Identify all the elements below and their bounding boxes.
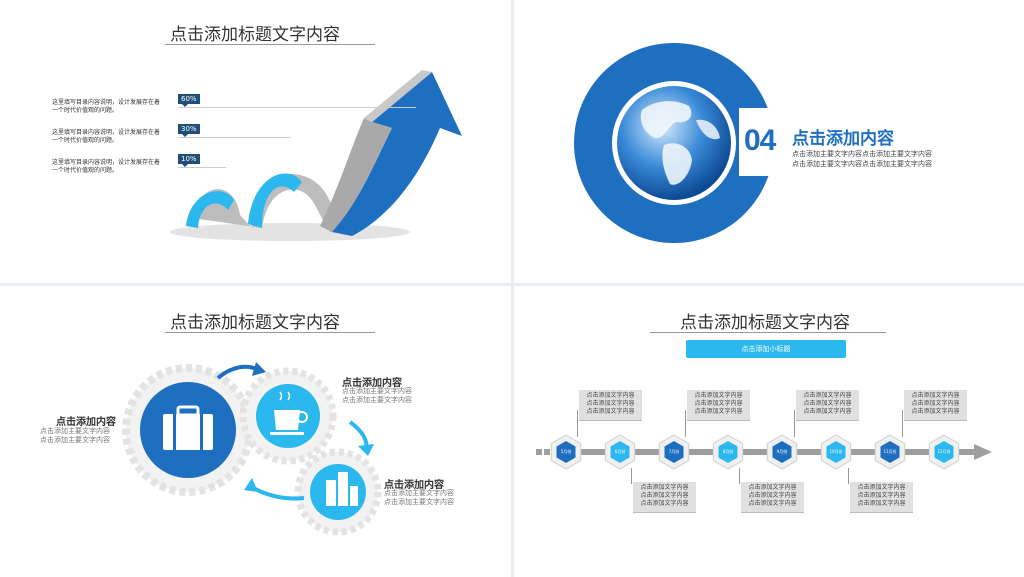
percent-badge-30: 30% <box>178 124 200 137</box>
gear-block-title: 点击添加内容 <box>56 417 116 428</box>
milestone-label: 8月份 <box>722 449 734 454</box>
section-number: 04 <box>744 124 776 157</box>
milestone-label: 7月份 <box>668 449 680 454</box>
milestone-label: 12月份 <box>937 449 951 454</box>
milestone-label: 6月份 <box>614 449 626 454</box>
milestone-label: 10月份 <box>829 449 843 454</box>
globe-ring-graphic <box>574 43 789 243</box>
milestone-hexagon <box>880 441 900 463</box>
milestone-label: 9月份 <box>776 449 788 454</box>
slide-panel-timeline[interactable]: 点击添加标题文字内容 点击添加小标题 点击添加文字内容 点击添加文字内容 点击添… <box>514 286 1024 577</box>
gear-block-line: 点击添加主要文字内容 <box>342 387 412 395</box>
milestone-label: 11月份 <box>883 449 897 454</box>
gear-block-line: 点击添加主要文字内容 <box>384 489 454 497</box>
timeline-text-box: 点击添加文字内容 点击添加文字内容 点击添加文字内容 <box>904 390 967 421</box>
gear-block-title: 点击添加内容 <box>384 480 444 491</box>
subtitle-button[interactable]: 点击添加小标题 <box>686 340 846 358</box>
milestone-hexagon <box>610 441 630 463</box>
section-desc-line: 点击添加主要文字内容点击添加主要文字内容 <box>792 150 932 158</box>
leader-line <box>178 137 290 138</box>
title-underline <box>165 332 375 333</box>
milestone-hexagon <box>556 441 576 463</box>
title-underline <box>650 332 886 333</box>
milestone-hexagon <box>664 441 684 463</box>
milestone-hexagon <box>934 441 954 463</box>
gear-block-line: 点击添加主要文字内容 <box>384 498 454 506</box>
timeline-text-box: 点击添加文字内容 点击添加文字内容 点击添加文字内容 <box>850 482 913 513</box>
section-title: 点击添加内容 <box>792 129 894 149</box>
slide-panel-growth-arrow[interactable]: 点击添加标题文字内容 60% 这里填写目录内容说明，设计发展存在着一个时代价值观… <box>0 0 511 283</box>
timeline-track <box>536 444 992 460</box>
slide-title: 点击添加标题文字内容 <box>170 25 340 45</box>
timeline-text-box: 点击添加文字内容 点击添加文字内容 点击添加文字内容 <box>796 390 859 421</box>
gear-block-title: 点击添加内容 <box>342 378 402 389</box>
timeline-text-box: 点击添加文字内容 点击添加文字内容 点击添加文字内容 <box>633 482 696 513</box>
milestone-label: 5月份 <box>560 449 572 454</box>
milestone-hexagon <box>718 441 738 463</box>
gear-block-line: 点击添加主要文字内容 <box>342 396 412 404</box>
leader-line <box>178 107 416 108</box>
title-underline <box>165 44 375 45</box>
timeline-text-box: 点击添加文字内容 点击添加文字内容 点击添加文字内容 <box>687 390 750 421</box>
briefcase-icon <box>163 405 213 450</box>
growth-ribbon-arrow-graphic <box>170 70 462 241</box>
item-description: 这里填写目录内容说明，设计发展存在着一个时代价值观的问题。 <box>52 129 161 144</box>
percent-badge-60: 60% <box>178 94 200 107</box>
item-description: 这里填写目录内容说明，设计发展存在着一个时代价值观的问题。 <box>52 99 161 114</box>
timeline-text-box: 点击添加文字内容 点击添加文字内容 点击添加文字内容 <box>579 390 642 421</box>
slide-title: 点击添加标题文字内容 <box>680 313 850 333</box>
slide-title: 点击添加标题文字内容 <box>170 313 340 333</box>
leader-line <box>178 167 226 168</box>
coffee-cup-icon <box>270 391 308 435</box>
percent-badge-10: 10% <box>178 154 200 167</box>
item-description: 这里填写目录内容说明，设计发展存在着一个时代价值观的问题。 <box>52 159 161 174</box>
milestone-hexagon <box>826 441 846 463</box>
slide-panel-globe[interactable]: 04 点击添加内容 点击添加主要文字内容点击添加主要文字内容 点击添加主要文字内… <box>514 0 1024 283</box>
section-desc-line: 点击添加主要文字内容点击添加主要文字内容 <box>792 160 932 168</box>
gear-block-line: 点击添加主要文字内容 <box>40 427 110 435</box>
buildings-icon <box>326 472 358 506</box>
timeline-text-box: 点击添加文字内容 点击添加文字内容 点击添加文字内容 <box>741 482 804 513</box>
gear-block-line: 点击添加主要文字内容 <box>40 436 110 444</box>
milestone-hexagon <box>772 441 792 463</box>
timeline-hexagons <box>550 434 960 470</box>
slide-panel-gears[interactable]: 点击添加标题文字内容 点击添加内容 点击添加主要文字内容 <box>0 286 511 577</box>
